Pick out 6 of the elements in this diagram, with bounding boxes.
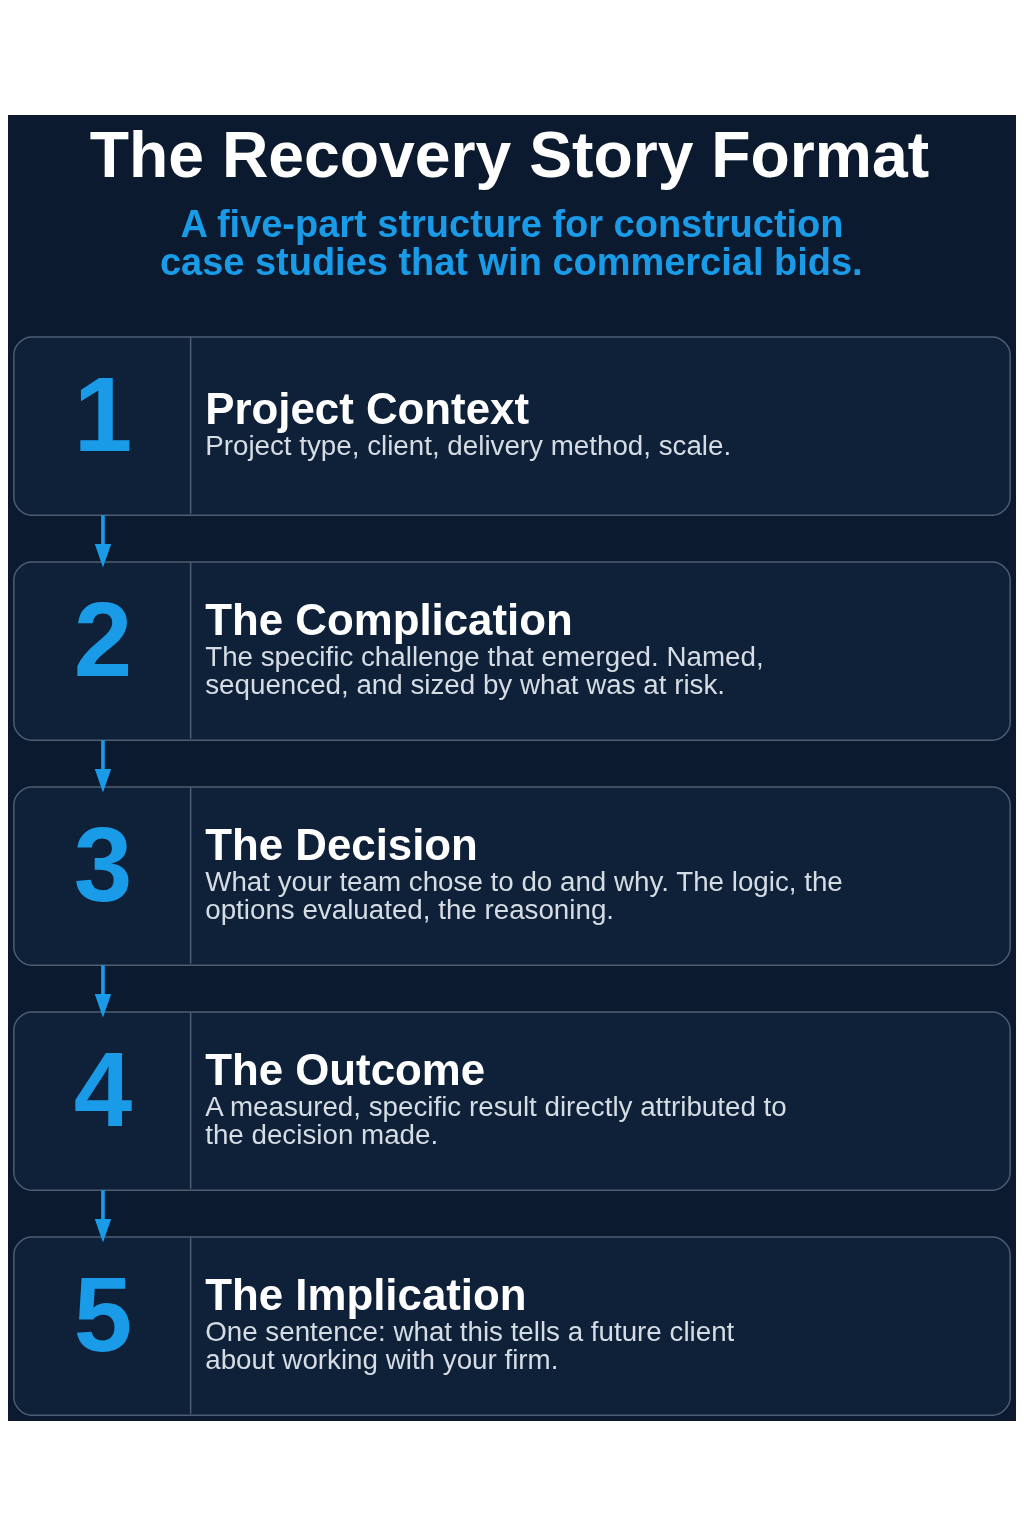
arrow: [94, 1190, 112, 1243]
arrow: [94, 740, 112, 793]
diagram-title: The Recovery Story Format: [89, 118, 930, 191]
arrow: [94, 965, 112, 1018]
arrow: [94, 515, 112, 568]
label: A five-part structure for construction case studies that win commercial bids.: [159, 203, 863, 284]
